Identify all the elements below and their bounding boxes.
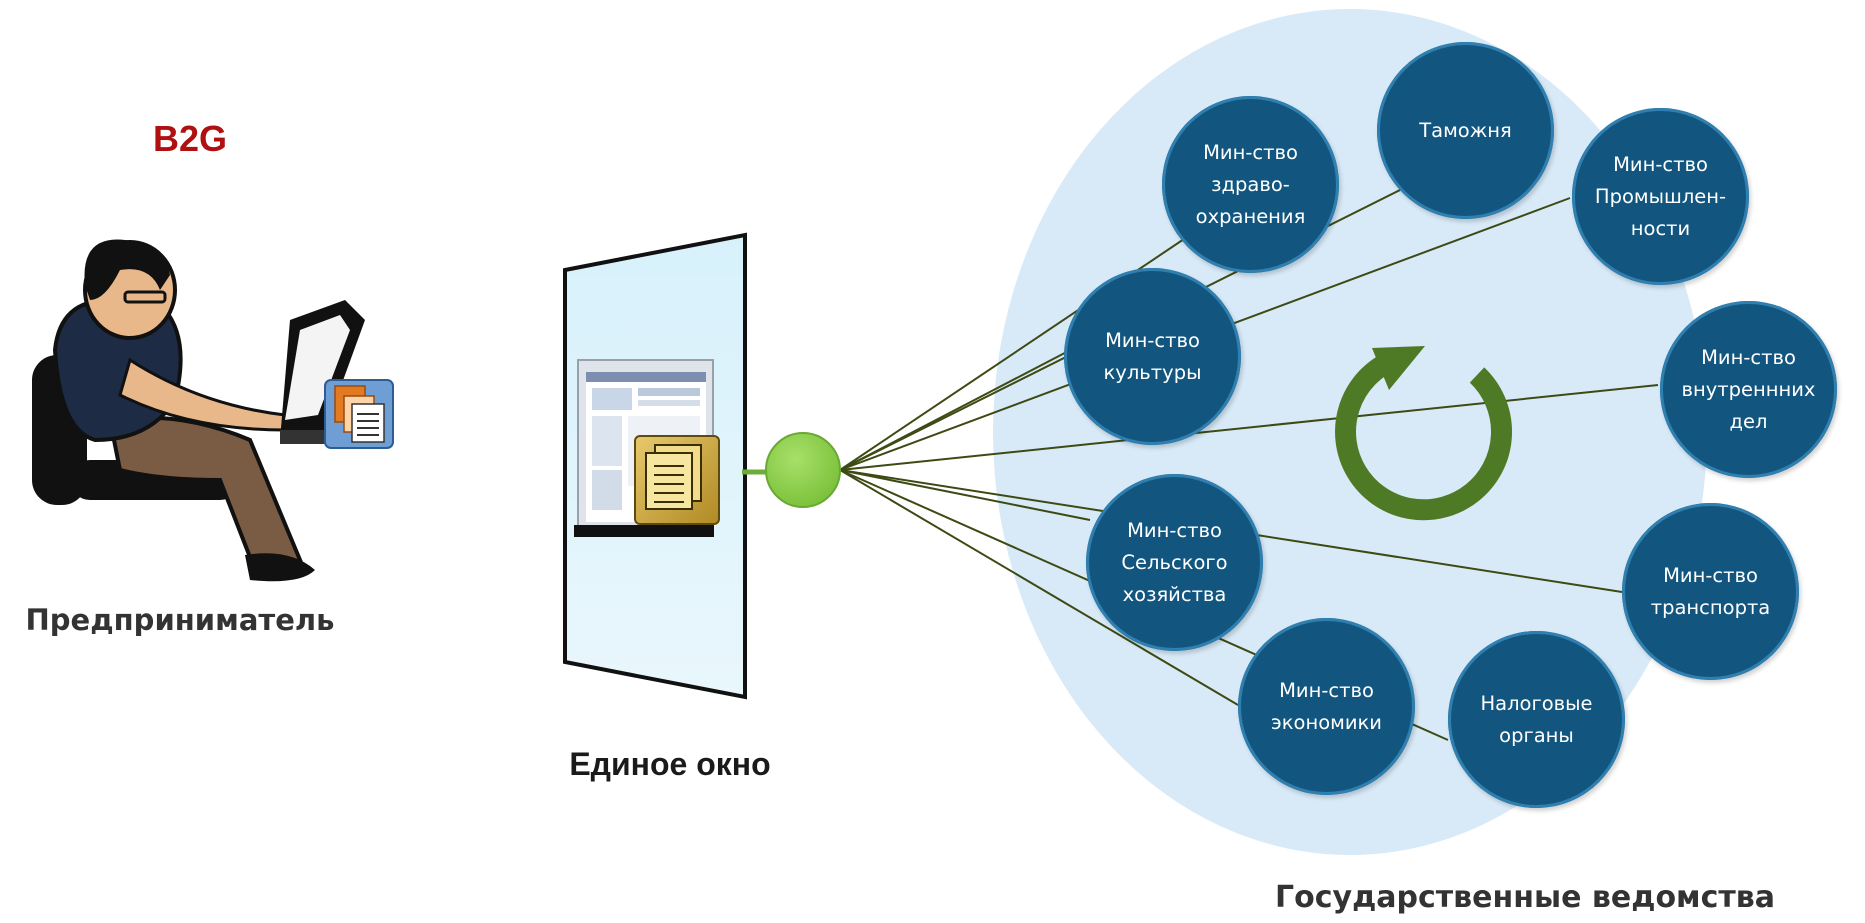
document-stack-icon (634, 435, 720, 525)
connection-line-agriculture (839, 469, 1091, 521)
ministry-label: Мин-ство транспорта (1650, 563, 1771, 619)
entrepreneur-label: Предприниматель (25, 603, 335, 637)
cycle-arrow-icon (1335, 346, 1512, 521)
person-at-laptop-icon (32, 239, 365, 582)
ministry-label: Мин-ство внутреннних дел (1681, 345, 1816, 433)
agencies-label: Государственные ведомства (1275, 880, 1775, 915)
ministry-label: Мин-ство Сельского хозяйства (1121, 518, 1228, 606)
ministry-economy[interactable]: Мин-ство экономики (1238, 618, 1415, 795)
ministry-transport[interactable]: Мин-ство транспорта (1622, 503, 1799, 680)
connection-line-interior (839, 384, 1659, 471)
ministry-label: Мин-ство культуры (1103, 328, 1202, 384)
connection-line-economy (839, 469, 1239, 706)
single-window-panel (563, 232, 747, 700)
ministry-health[interactable]: Мин-ство здраво- охранения (1162, 96, 1339, 273)
ministry-industry[interactable]: Мин-ство Промышлен- ности (1572, 108, 1749, 285)
ministry-label: Мин-ство здраво- охранения (1195, 140, 1306, 228)
b2g-title: B2G (152, 118, 228, 159)
ministry-label: Таможня (1419, 118, 1512, 142)
ministry-label: Мин-ство Промышлен- ности (1594, 152, 1727, 240)
document-stack-icon (324, 379, 394, 449)
hub-node (765, 432, 841, 508)
ministry-culture[interactable]: Мин-ство культуры (1064, 268, 1241, 445)
ministry-agriculture[interactable]: Мин-ство Сельского хозяйства (1086, 474, 1263, 651)
ministry-tax[interactable]: Налоговые органы (1448, 631, 1625, 808)
single-window-label: Единое окно (569, 746, 771, 782)
ministry-label: Мин-ство экономики (1271, 678, 1382, 734)
connection-line-culture (839, 344, 1081, 471)
ministry-label: Налоговые органы (1480, 691, 1593, 747)
ministry-interior[interactable]: Мин-ство внутреннних дел (1660, 301, 1837, 478)
ministry-customs[interactable]: Таможня (1377, 42, 1554, 219)
